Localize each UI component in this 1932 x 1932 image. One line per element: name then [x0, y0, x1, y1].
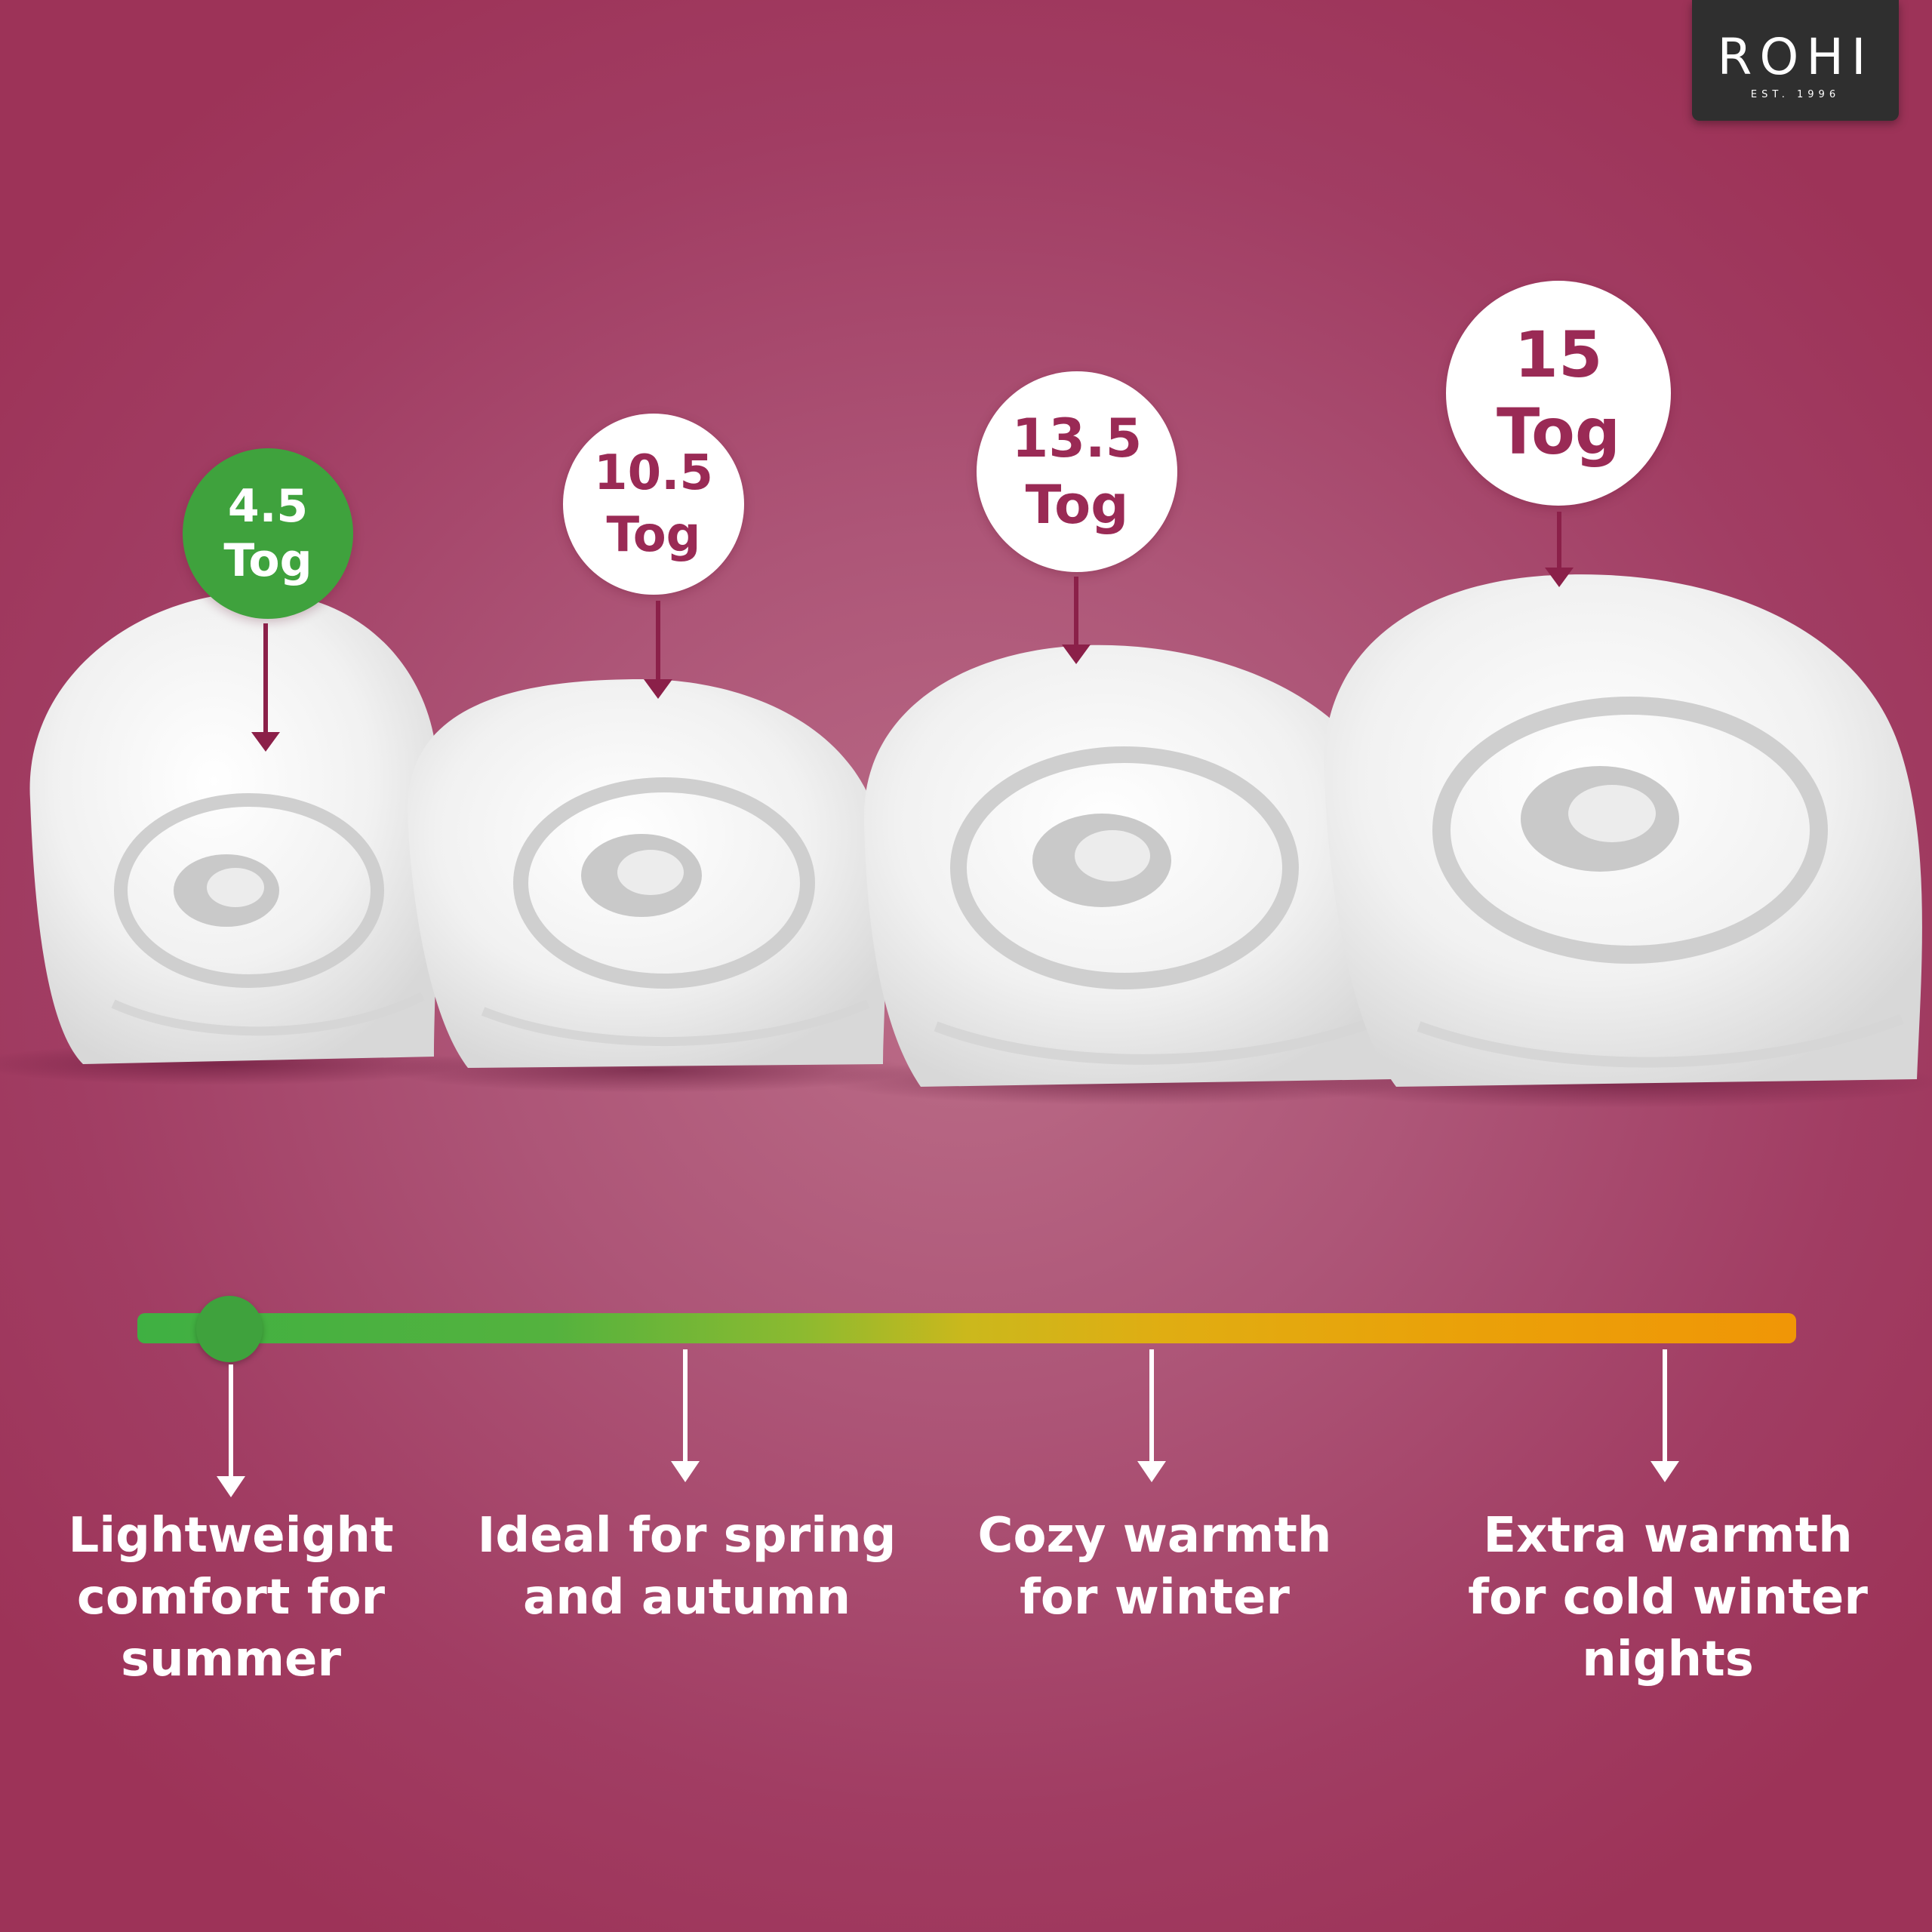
warmth-scale-track: [137, 1313, 1796, 1343]
tog-value: 13.5: [1011, 408, 1143, 469]
tog-badge-13-5: 13.5 Tog: [977, 371, 1177, 572]
tog-badge-15: 15 Tog: [1446, 281, 1671, 506]
pointer-arrow-icon: [1545, 512, 1574, 587]
pointer-arrow-icon: [251, 623, 280, 752]
pointer-arrow-icon: [1062, 577, 1091, 664]
tog-unit: Tog: [1025, 474, 1129, 536]
duvet-roll-13-5-tog: [863, 645, 1401, 1087]
down-arrow-icon: [1651, 1349, 1679, 1482]
caption-4-5-tog: Lightweight comfort for summer: [68, 1508, 394, 1687]
tog-unit: Tog: [606, 507, 701, 563]
tog-badge-4-5: 4.5 Tog: [183, 448, 353, 619]
down-arrow-icon: [217, 1364, 245, 1497]
duvet-roll-15-tog: [1324, 574, 1922, 1087]
down-arrow-icon: [671, 1349, 700, 1482]
warmth-scale-knob: [196, 1296, 263, 1362]
tog-unit: Tog: [223, 534, 312, 587]
caption-15-tog: Extra warmth for cold winter nights: [1468, 1508, 1868, 1687]
duvet-roll-10-5-tog: [407, 679, 886, 1068]
brand-tagline: EST. 1996: [1750, 89, 1841, 100]
tog-badge-10-5: 10.5 Tog: [563, 414, 744, 595]
tog-value: 4.5: [227, 480, 309, 533]
caption-13-5-tog: Cozy warmth for winter: [977, 1508, 1332, 1626]
tog-unit: Tog: [1497, 395, 1620, 469]
tog-value: 10.5: [594, 445, 713, 501]
down-arrow-icon: [1137, 1349, 1166, 1482]
caption-10-5-tog: Ideal for spring and autumn: [477, 1508, 897, 1626]
brand-name: ROHI: [1717, 28, 1874, 86]
duvet-roll-4-5-tog: [29, 592, 439, 1064]
pointer-arrow-icon: [644, 601, 672, 699]
tog-value: 15: [1514, 318, 1603, 392]
brand-logo: ROHI EST. 1996: [1692, 0, 1899, 121]
